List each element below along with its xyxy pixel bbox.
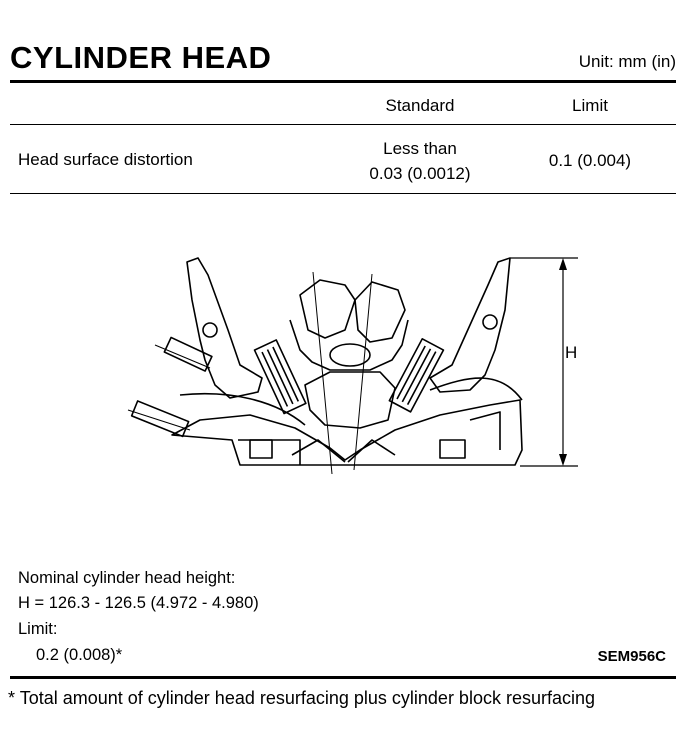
unit-label: Unit: mm (in): [578, 52, 676, 71]
footnote-rule: [10, 676, 676, 679]
dimension-h-label: H: [565, 343, 578, 362]
note-line-4: 0.2 (0.008)*: [36, 646, 123, 664]
footnote: * Total amount of cylinder head resurfac…: [8, 686, 668, 710]
row-item-label: Head surface distortion: [18, 150, 193, 169]
table-bottom-rule: [10, 193, 676, 194]
page-title: CYLINDER HEAD: [10, 40, 272, 75]
note-line-2: H = 126.3 - 126.5 (4.972 - 4.980): [18, 594, 259, 612]
column-header-standard: Standard: [385, 96, 455, 115]
row-standard-line1: Less than: [383, 139, 457, 158]
footnote-marker: *: [8, 688, 16, 708]
title-rule: [10, 80, 676, 83]
footnote-text: Total amount of cylinder head resurfacin…: [19, 688, 595, 708]
row-standard-line2: 0.03 (0.0012): [369, 164, 471, 183]
figure-code: SEM956C: [597, 648, 666, 665]
table-header-rule: [10, 124, 676, 125]
note-line-3: Limit:: [18, 620, 58, 638]
column-header-limit: Limit: [572, 96, 608, 115]
note-line-1: Nominal cylinder head height:: [18, 569, 236, 587]
row-limit-value: 0.1 (0.004): [548, 151, 632, 170]
